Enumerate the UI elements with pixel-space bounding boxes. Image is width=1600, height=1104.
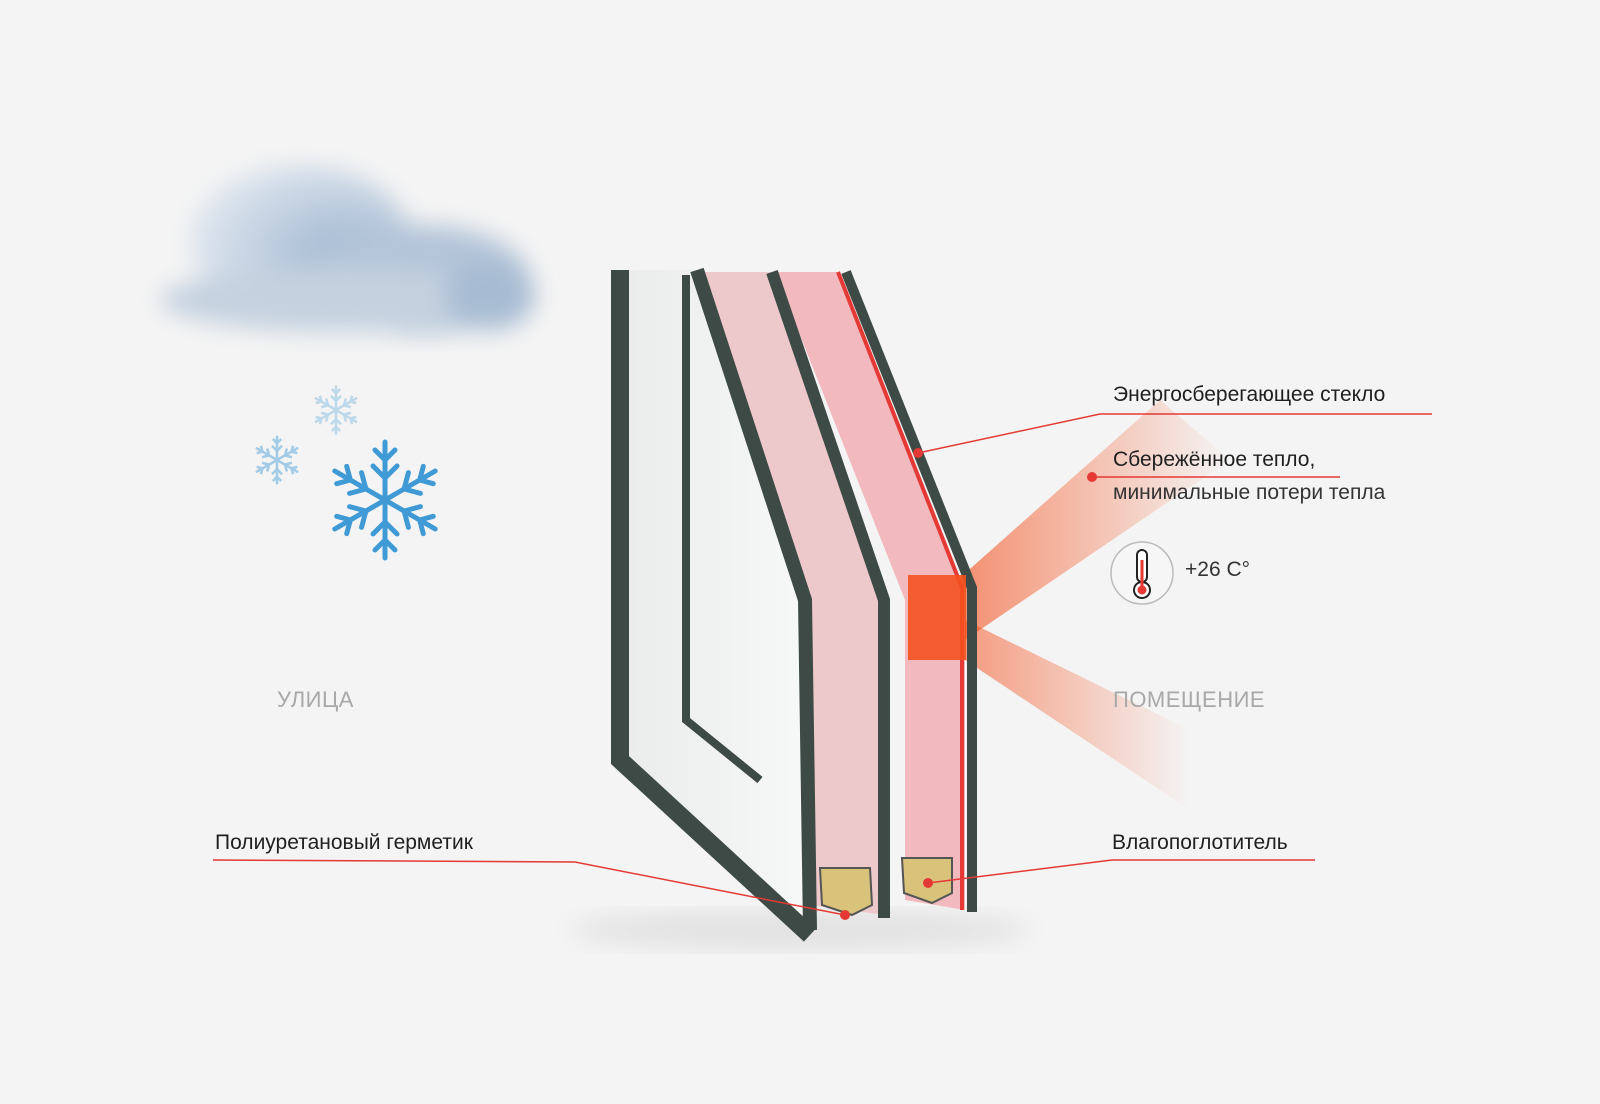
energy-glass-label: Энергосберегающее стекло [1113,383,1386,406]
outside-label: УЛИЦА [277,687,354,712]
thermometer-icon [1110,541,1174,605]
snowflake-small-icon [252,434,302,486]
cloud-icon [160,165,535,335]
inside-label: ПОМЕЩЕНИЕ [1113,687,1266,712]
glass-unit [611,267,977,942]
leader-dots [840,448,1097,920]
snowflake-faint-icon [311,384,361,436]
saved-heat-subtitle: минимальные потери тепла [1113,481,1386,504]
snowflake-icon [329,439,441,558]
temperature-value: +26 C° [1185,558,1251,581]
heat-rays [935,400,1230,810]
saved-heat-title: Сбережённое тепло, [1113,448,1316,471]
leader-lines [212,413,1432,916]
sealant-label: Полиуретановый герметик [215,831,473,854]
desiccant-label: Влагопоглотитель [1112,831,1288,854]
